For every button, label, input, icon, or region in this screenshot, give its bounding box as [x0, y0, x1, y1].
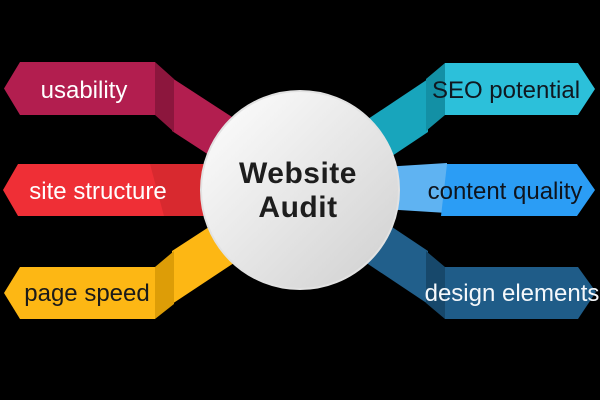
page-speed-fold	[155, 251, 174, 319]
site-structure-banner	[3, 164, 164, 216]
center-node: Website Audit	[200, 90, 400, 290]
content-quality-banner	[441, 164, 595, 216]
design-elements-banner	[445, 267, 596, 319]
seo-potential-banner	[445, 63, 595, 115]
site-structure-label: site structure	[29, 178, 166, 205]
usability-label: usability	[41, 77, 128, 104]
content-quality-label: content quality	[428, 178, 583, 205]
design-elements-fold	[426, 251, 445, 319]
design-elements-label: design elements	[425, 280, 600, 307]
usability-fold	[155, 62, 174, 132]
center-title-line2: Audit	[258, 191, 337, 224]
center-circle	[200, 90, 400, 290]
page-speed-label: page speed	[24, 280, 149, 307]
page-speed-banner	[4, 267, 155, 319]
usability-banner	[4, 62, 155, 115]
center-title-line1: Website	[239, 157, 357, 190]
seo-potential-fold	[426, 63, 445, 131]
item-page-speed: page speed	[4, 199, 252, 319]
seo-potential-label: SEO potential	[432, 77, 580, 104]
